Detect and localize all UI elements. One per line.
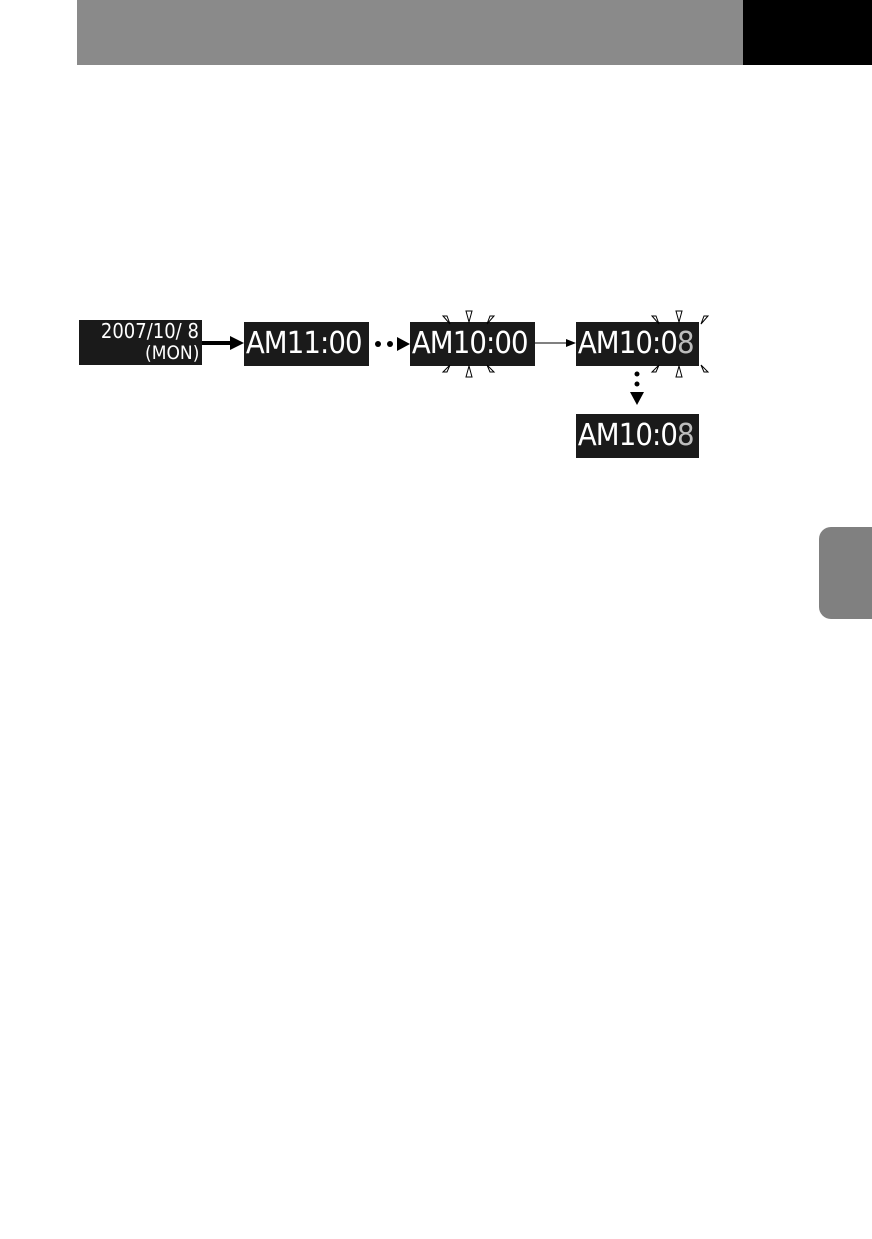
hour-digits: 11 [286, 326, 321, 361]
minute-digits: :00 [485, 326, 529, 361]
minute-digit-blinking: 8 [677, 326, 695, 361]
minute-digit-set: 8 [677, 418, 695, 453]
minute-digits: :0 [651, 326, 678, 361]
hour-digits-blinking: 10 [452, 326, 487, 361]
ampm-label: AM [245, 326, 288, 361]
hour-digits: 10 [618, 418, 653, 453]
thin-arrow-right-icon [535, 339, 576, 347]
date-display: 2007/10/ 8 (MON) [79, 320, 202, 365]
header-tab [743, 0, 872, 65]
weekday-line: (MON) [144, 342, 199, 364]
hour-digits: 10 [618, 326, 653, 361]
dotted-arrow-right-icon [375, 337, 410, 351]
header-bar [77, 0, 743, 65]
minute-digits: :00 [319, 326, 363, 361]
time-display-step3: AM10:08 [576, 322, 699, 366]
time-display-result: AM10:08 [576, 414, 699, 458]
dotted-arrow-down-icon [630, 371, 644, 405]
date-line: 2007/10/ 8 [100, 320, 199, 343]
side-chapter-tab [819, 527, 872, 619]
minute-digits: :0 [651, 418, 678, 453]
time-display-step1: AM11:00 [244, 322, 369, 366]
ampm-label: AM [577, 326, 620, 361]
ampm-label: AM [411, 326, 454, 361]
arrow-right-icon [202, 336, 244, 350]
time-display-step2: AM10:00 [410, 322, 535, 366]
ampm-label: AM [577, 418, 620, 453]
